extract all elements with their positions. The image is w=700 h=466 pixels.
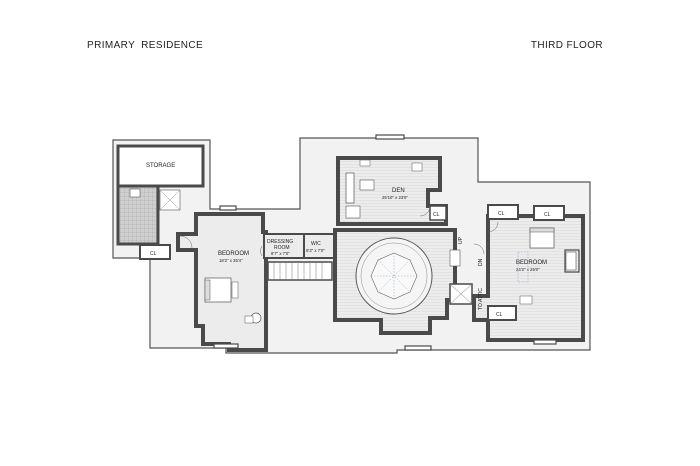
dn-east-label: DN: [478, 258, 484, 266]
table-den: [359, 179, 375, 191]
closet-east-bottom-label: CL: [496, 312, 503, 318]
wic-dims: 8'3" x 7'0": [306, 248, 325, 253]
den: [336, 156, 448, 226]
dressing-label-2: ROOM: [274, 245, 290, 251]
dressing-room: [263, 233, 305, 259]
door-swings: [179, 205, 499, 257]
stair: [267, 261, 333, 281]
stair-treads: [273, 262, 323, 280]
chair-den: [345, 205, 361, 219]
bedroom-east: [472, 214, 585, 342]
closet-den-label: CL: [433, 212, 440, 218]
wic: [303, 233, 335, 259]
storage-room: [116, 144, 205, 188]
closet-east-upper-label: CL: [544, 212, 551, 218]
closet-east-top: [487, 204, 519, 220]
dressing-label: DRESSING: [267, 239, 293, 245]
fireplace-east: [565, 251, 577, 271]
wic-label: WIC: [311, 241, 321, 247]
bedroom-east-label: BEDROOM: [516, 260, 547, 266]
sink-west: [129, 188, 141, 198]
sofa-den: [345, 172, 355, 204]
bedroom-west-dims: 18'2" x 35'4": [219, 258, 243, 263]
to-attic-label: TO ATTIC: [478, 288, 484, 310]
closet-den: [429, 205, 447, 221]
closet-west-label: CL: [150, 251, 157, 257]
storage-label: STORAGE: [146, 163, 175, 169]
closet-east-upper: [533, 205, 565, 221]
windows: [213, 134, 580, 351]
dressing-dims: 8'7" x 7'0": [271, 251, 290, 256]
up-label: UP: [458, 236, 464, 244]
sink-east: [449, 249, 461, 267]
closet-west: [139, 244, 171, 260]
closet-east-top-label: CL: [498, 211, 505, 217]
plan-title: PRIMARY RESIDENCE: [87, 40, 204, 51]
closet-east-bottom: [487, 305, 517, 321]
den-label: DEN: [392, 188, 405, 194]
bedroom-west-label: BEDROOM: [218, 251, 249, 257]
floor-label: THIRD FLOOR: [530, 40, 603, 51]
den-dims: 25'10" x 23'0": [382, 195, 408, 200]
